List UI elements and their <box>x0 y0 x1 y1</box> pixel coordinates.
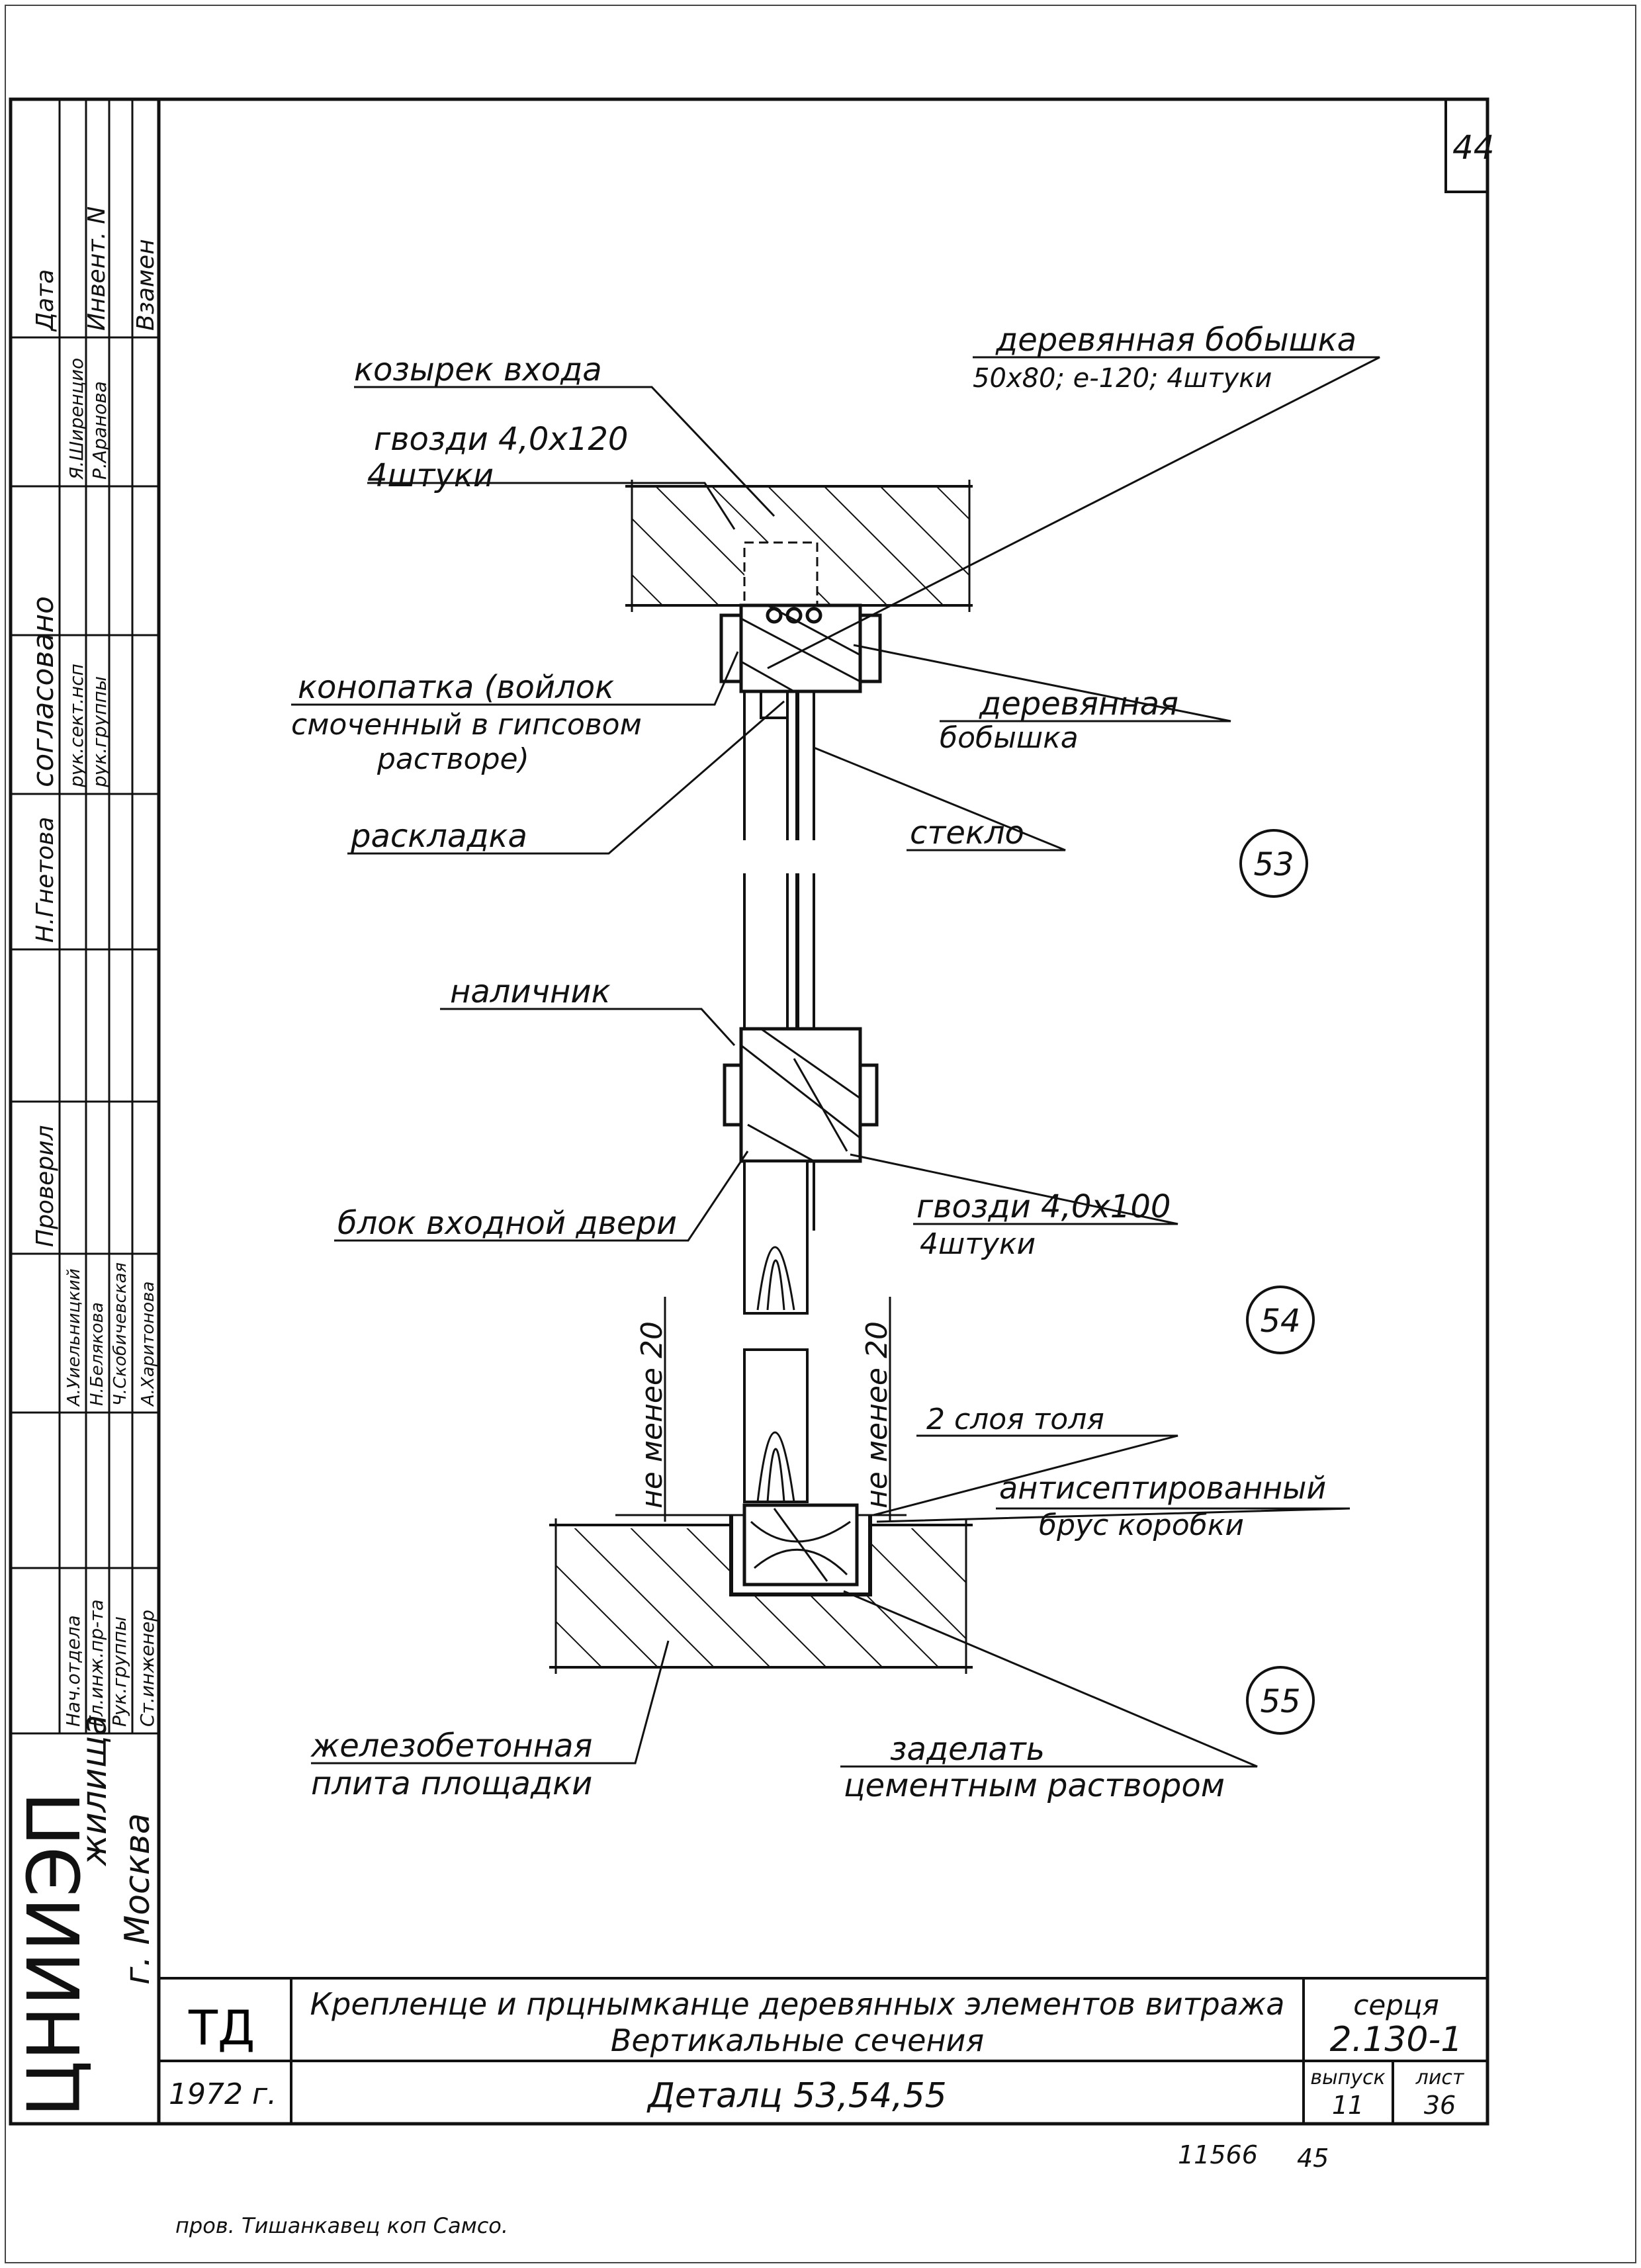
label-babyshka1-line1: деревянная бобышка <box>995 322 1356 359</box>
glazing-upper <box>743 690 815 840</box>
stamp-agreed-name-2: Р.Аранова <box>89 381 111 480</box>
label-babyshka2-line2: бобышка <box>940 721 1079 755</box>
stamp-role-4: Ст.инженер <box>136 1610 158 1727</box>
stamp-agreed-name-1: Я.Ширенцио <box>66 358 87 480</box>
outer-frame <box>5 5 1636 2263</box>
label-kozyrek: козырек входа <box>354 351 602 388</box>
label-zadelat-line1: заделать <box>890 1731 1045 1768</box>
inner-frame <box>9 97 1489 2126</box>
stamp-date-label: Дата <box>32 269 59 332</box>
dimension-lines <box>615 1297 907 1522</box>
title-td: ТД <box>188 2000 255 2056</box>
title-block <box>159 1977 1487 2124</box>
label-antisept-line2: брус коробки <box>1039 1508 1244 1542</box>
leader-lines <box>291 356 1380 1768</box>
label-gvozdi1-line1: гвозди 4,0х120 <box>374 421 628 458</box>
label-tol: 2 слоя толя <box>926 1403 1104 1436</box>
label-gvozdi2-line2: 4штуки <box>920 1227 1036 1261</box>
door-frame-beam <box>742 1503 859 1587</box>
archive-number: 11566 <box>1178 2140 1258 2169</box>
stamp-gnetova: Н.Гнетова <box>32 816 59 943</box>
canopy-slab <box>625 480 973 617</box>
label-konopatka-line3: растворе) <box>377 742 529 776</box>
bottom-page-number: 45 <box>1297 2144 1329 2173</box>
transom-bar <box>723 1027 879 1163</box>
title-line-2: Вертикальные сечения <box>611 2023 984 2058</box>
title-year: 1972 г. <box>169 2077 277 2111</box>
stamp-city: г. Москва <box>118 1813 157 1985</box>
list-label: лист <box>1415 2066 1465 2089</box>
label-zadelat-line2: цементным раствором <box>844 1767 1225 1804</box>
list-value: 36 <box>1424 2091 1456 2120</box>
label-plita-line1: железобетонная <box>310 1727 592 1765</box>
stamp-role-3: Рук.группы <box>109 1616 130 1727</box>
door-leaf-lower <box>743 1348 809 1503</box>
page-number: 44 <box>1452 128 1495 167</box>
label-gvozdi1-line2: 4штуки <box>367 457 494 494</box>
stamp-agreed-label: согласовано <box>26 596 60 787</box>
seria-label: серця <box>1353 1989 1439 2021</box>
svg-text:53: 53 <box>1253 846 1294 883</box>
vypusk-label: выпуск <box>1310 2066 1385 2089</box>
label-babyshka2-line1: деревянная <box>979 685 1178 722</box>
top-frame-bar <box>719 603 882 693</box>
side-stamp <box>11 99 159 1735</box>
label-gvozdi2-line1: гвозди 4,0х100 <box>916 1188 1171 1225</box>
label-plita-line2: плита площадки <box>311 1765 592 1802</box>
label-konopatka-line1: конопатка (войлок <box>298 669 614 706</box>
label-nalichnik: наличник <box>450 973 611 1010</box>
label-ne-menee-left: не менее 20 <box>635 1321 669 1508</box>
vypusk-value: 11 <box>1332 2091 1364 2120</box>
label-ne-menee-right: не менее 20 <box>860 1321 894 1508</box>
callout-54: 54 <box>1246 1286 1315 1354</box>
glazing-middle <box>743 873 815 1032</box>
stamp-checked-label: Проверил <box>32 1125 59 1247</box>
seria-value: 2.130-1 <box>1330 2020 1463 2060</box>
label-antisept-line1: антисептированный <box>999 1470 1326 1506</box>
door-leaf-upper <box>743 1160 815 1315</box>
stamp-vzamen-label: Взамен <box>132 239 159 331</box>
stamp-invent-label: Инвент. N <box>83 206 111 331</box>
stamp-role-2: Гл.инж.пр-та <box>85 1599 107 1727</box>
callout-53: 53 <box>1239 829 1308 898</box>
stamp-org-small: жилища <box>75 1714 114 1866</box>
stamp-agreed-role-2: рук.группы <box>89 676 111 788</box>
svg-text:55: 55 <box>1260 1683 1300 1720</box>
footer-note: пров. Тишанкавец коп Самсо. <box>175 2213 508 2238</box>
label-blok: блок входной двери <box>337 1205 677 1242</box>
label-konopatka-line2: смоченный в гипсовом <box>291 708 642 742</box>
page-number-box <box>1444 98 1489 193</box>
stamp-name-4: А.Харитонова <box>138 1282 158 1407</box>
label-steklo: стекло <box>910 814 1024 851</box>
stamp-agreed-role-1: рук.сект.нсп <box>66 664 87 788</box>
stamp-role-1: Нач.отдела <box>62 1615 84 1727</box>
label-raskladka: раскладка <box>350 818 527 855</box>
stamp-name-3: Ч.Скобичевская <box>111 1262 130 1406</box>
svg-text:54: 54 <box>1260 1303 1300 1340</box>
title-line-1: Крепленце и прцнымканце деревянных элеме… <box>310 1986 1285 2022</box>
title-details: Деталц 53,54,55 <box>646 2076 947 2116</box>
callout-55: 55 <box>1246 1666 1315 1735</box>
stamp-org-big: ЦНИИЭП <box>12 1792 97 2117</box>
label-babyshka1-line2: 50х80; е-120; 4штуки <box>973 363 1272 394</box>
stamp-name-1: А.Уиельницкий <box>64 1268 84 1407</box>
stamp-name-2: Н.Белякова <box>87 1302 107 1406</box>
